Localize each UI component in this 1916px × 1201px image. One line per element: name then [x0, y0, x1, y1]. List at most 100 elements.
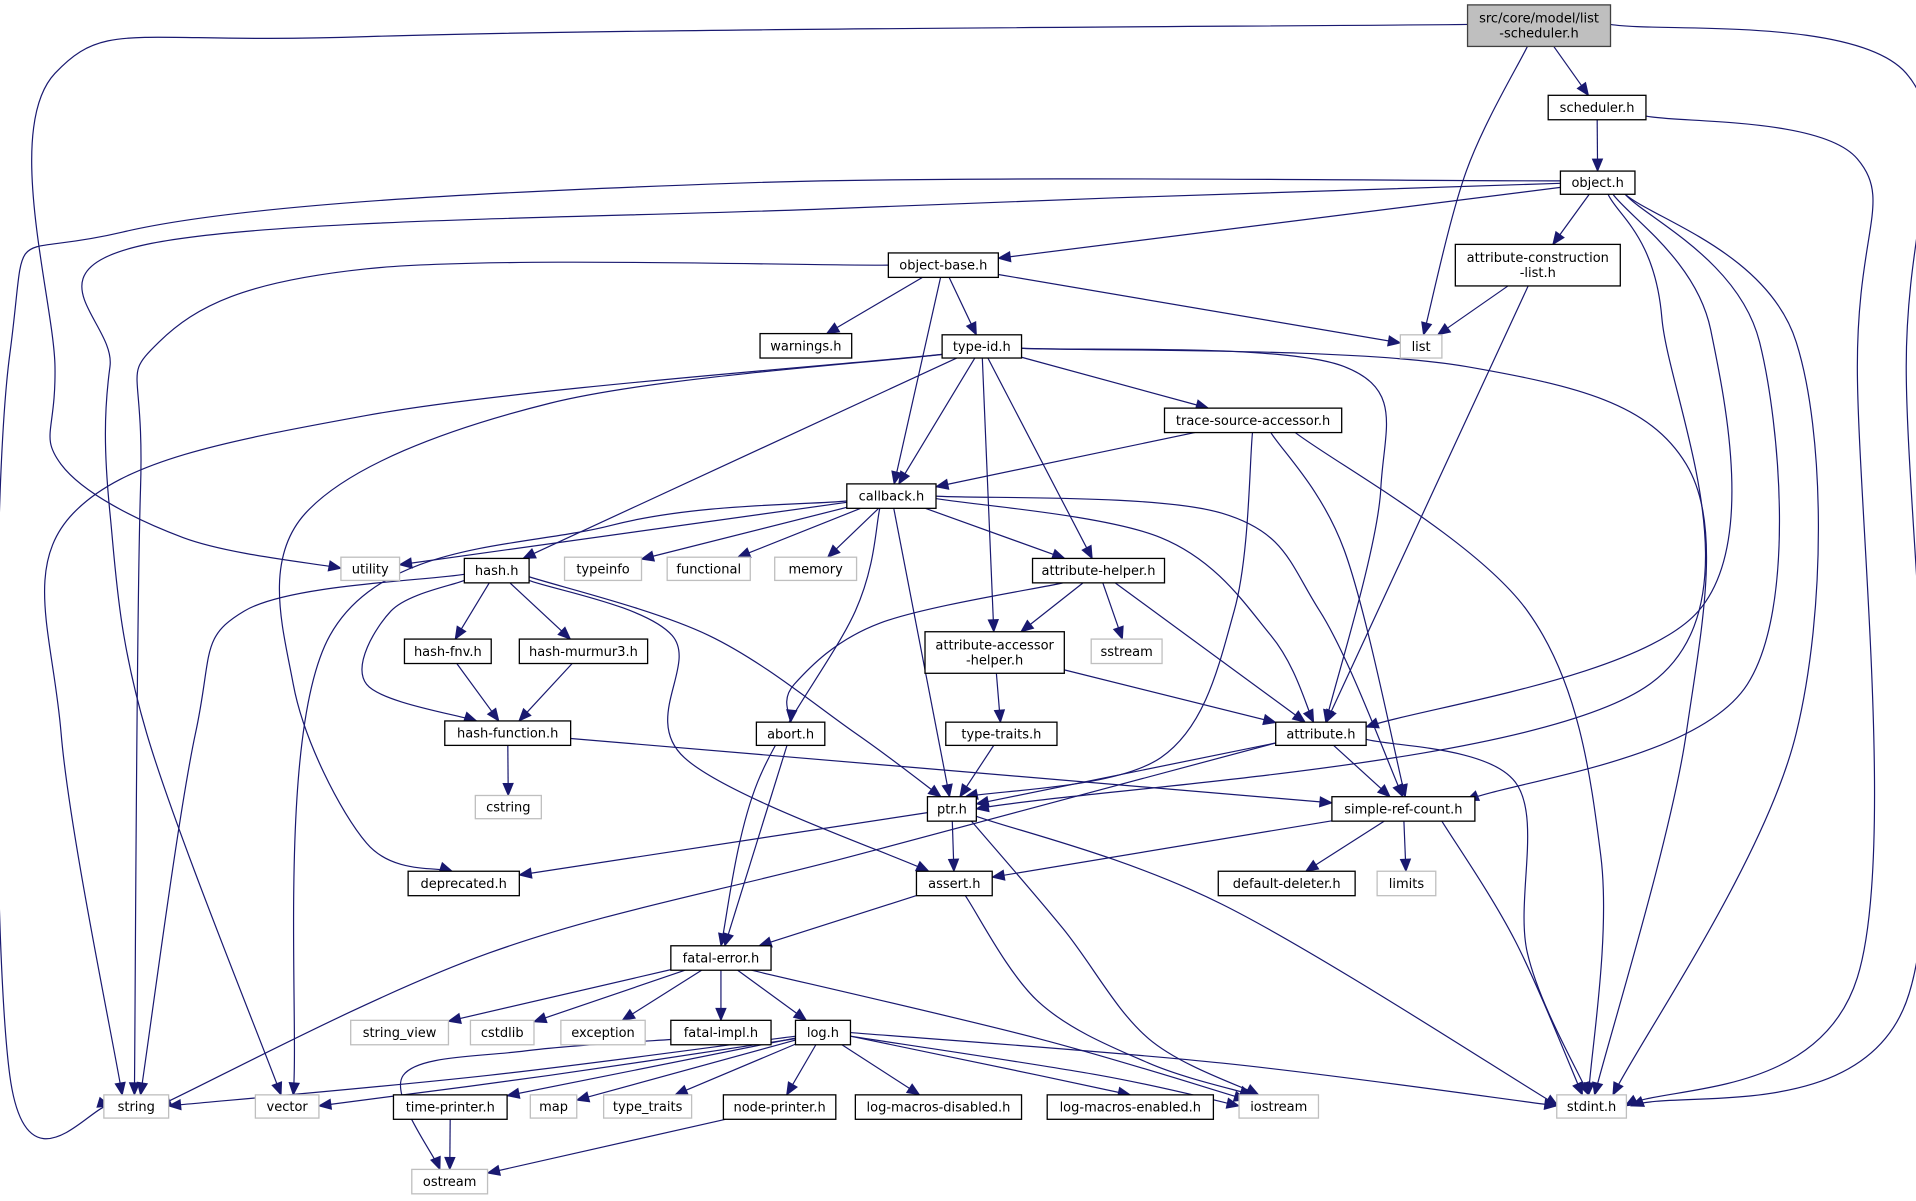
node-type-traits-h[interactable]: type-traits.h	[945, 721, 1058, 747]
node-object[interactable]: object.h	[1559, 170, 1636, 195]
node-box	[1376, 870, 1437, 897]
edge-line	[518, 663, 573, 722]
edge-line	[987, 357, 1093, 559]
node-warnings[interactable]: warnings.h	[759, 332, 853, 359]
node-attr-accessor-helper[interactable]: attribute-accessor-helper.h	[924, 631, 1065, 674]
node-type-id[interactable]: type-id.h	[941, 334, 1023, 359]
node-time-printer[interactable]: time-printer.h	[392, 1094, 508, 1120]
arrowhead-icon	[430, 1155, 441, 1171]
node-log[interactable]: log.h	[794, 1019, 852, 1046]
node-attribute-helper[interactable]: attribute-helper.h	[1031, 557, 1166, 584]
node-hash-function[interactable]: hash-function.h	[444, 720, 572, 747]
arrowhead-icon	[447, 1012, 462, 1024]
node-assert[interactable]: assert.h	[915, 870, 993, 897]
node-log-macros-disabled[interactable]: log-macros-disabled.h	[854, 1094, 1023, 1120]
edge-object-to-attr-constr-list	[1552, 193, 1590, 246]
node-label: typeinfo	[576, 562, 629, 577]
node-fatal-impl[interactable]: fatal-impl.h	[670, 1019, 772, 1046]
node-exception: exception	[560, 1019, 646, 1046]
arrowhead-icon	[444, 1156, 456, 1171]
edge-line	[925, 507, 1065, 559]
edge-log-to-vector	[317, 1038, 796, 1110]
node-trace-source-accessor[interactable]: trace-source-accessor.h	[1163, 407, 1343, 434]
node-box	[915, 870, 993, 897]
edge-trace-source-accessor-to-stdint	[1294, 432, 1605, 1097]
edge-line	[998, 273, 1401, 344]
edge-callback-to-ptr	[893, 508, 953, 798]
edge-line	[981, 358, 995, 632]
edge-attribute-helper-to-attr-accessor-helper	[1019, 582, 1084, 633]
node-label: type-id.h	[953, 340, 1011, 355]
node-callback[interactable]: callback.h	[846, 483, 937, 509]
edge-line	[1294, 432, 1605, 1095]
node-abort[interactable]: abort.h	[755, 721, 826, 747]
arrowhead-icon	[486, 1164, 502, 1176]
edge-line	[0, 178, 1561, 1140]
arrowhead-icon	[136, 1081, 149, 1097]
node-string_view: string_view	[350, 1019, 450, 1046]
arrowhead-icon	[825, 322, 841, 335]
node-box	[103, 1094, 170, 1119]
edge-line	[1114, 582, 1306, 723]
node-root[interactable]: src/core/model/list-scheduler.h	[1466, 4, 1612, 48]
edge-line	[487, 1118, 726, 1174]
edge-line	[893, 277, 942, 485]
node-fatal-error[interactable]: fatal-error.h	[670, 945, 772, 971]
edge-line	[1624, 115, 1876, 1107]
arrowhead-icon	[1302, 708, 1315, 724]
arrowhead-icon	[673, 1084, 689, 1096]
node-hash[interactable]: hash.h	[463, 557, 530, 584]
edge-fatal-error-to-exception	[621, 969, 702, 1022]
node-attr-constr-list[interactable]: attribute-construction-list.h	[1454, 243, 1621, 287]
arrowhead-icon	[1624, 1094, 1639, 1107]
edge-line	[1325, 285, 1529, 723]
edge-attr-constr-list-to-list	[1436, 285, 1509, 336]
edge-line	[1610, 23, 1916, 1107]
node-default-deleter[interactable]: default-deleter.h	[1217, 870, 1356, 897]
node-hash-murmur3[interactable]: hash-murmur3.h	[518, 638, 649, 665]
node-box	[407, 870, 520, 897]
edge-attribute-to-simple-ref-count	[1333, 744, 1391, 798]
arrowhead-icon	[959, 783, 972, 798]
edge-attr-accessor-helper-to-attribute	[1064, 669, 1277, 726]
edge-line	[399, 501, 847, 566]
edge-line	[158, 742, 1276, 1107]
node-scheduler[interactable]: scheduler.h	[1547, 94, 1647, 121]
node-box	[1556, 1094, 1628, 1119]
edge-fatal-error-to-cstdlib	[532, 969, 686, 1024]
edge-line	[1021, 347, 1388, 723]
node-box	[529, 1094, 578, 1119]
node-box	[1466, 4, 1612, 48]
node-node-printer[interactable]: node-printer.h	[722, 1094, 837, 1120]
edge-line	[935, 497, 1315, 723]
node-simple-ref-count[interactable]: simple-ref-count.h	[1331, 796, 1476, 822]
node-deprecated[interactable]: deprecated.h	[407, 870, 520, 897]
edge-object-to-vector	[81, 182, 1561, 1097]
edge-line	[31, 23, 1468, 569]
arrowhead-icon	[271, 1081, 283, 1097]
node-ptr[interactable]: ptr.h	[926, 796, 977, 822]
node-stdint: stdint.h	[1556, 1094, 1628, 1119]
arrowhead-icon	[965, 321, 977, 336]
edge-line	[81, 182, 1561, 1096]
arrowhead-icon	[557, 626, 572, 640]
node-attribute[interactable]: attribute.h	[1275, 721, 1367, 747]
node-label: log-macros-enabled.h	[1060, 1101, 1201, 1116]
arrowhead-icon	[1387, 335, 1402, 347]
arrowhead-icon	[502, 782, 514, 797]
node-log-macros-enabled[interactable]: log-macros-enabled.h	[1046, 1094, 1215, 1120]
node-utility: utility	[340, 556, 401, 582]
edge-line	[622, 969, 702, 1021]
node-box	[666, 556, 751, 582]
edge-simple-ref-count-to-default-deleter	[1304, 820, 1385, 872]
node-object-base[interactable]: object-base.h	[887, 252, 999, 279]
edge-fatal-error-to-string_view	[447, 969, 671, 1024]
node-box	[1031, 557, 1166, 584]
edge-line	[1422, 46, 1528, 335]
edge-attr-accessor-helper-to-type-traits-h	[993, 673, 1006, 724]
node-hash-fnv[interactable]: hash-fnv.h	[403, 638, 492, 665]
edge-line	[1437, 285, 1509, 336]
arrowhead-icon	[1291, 710, 1307, 723]
arrowhead-icon	[1112, 625, 1124, 641]
